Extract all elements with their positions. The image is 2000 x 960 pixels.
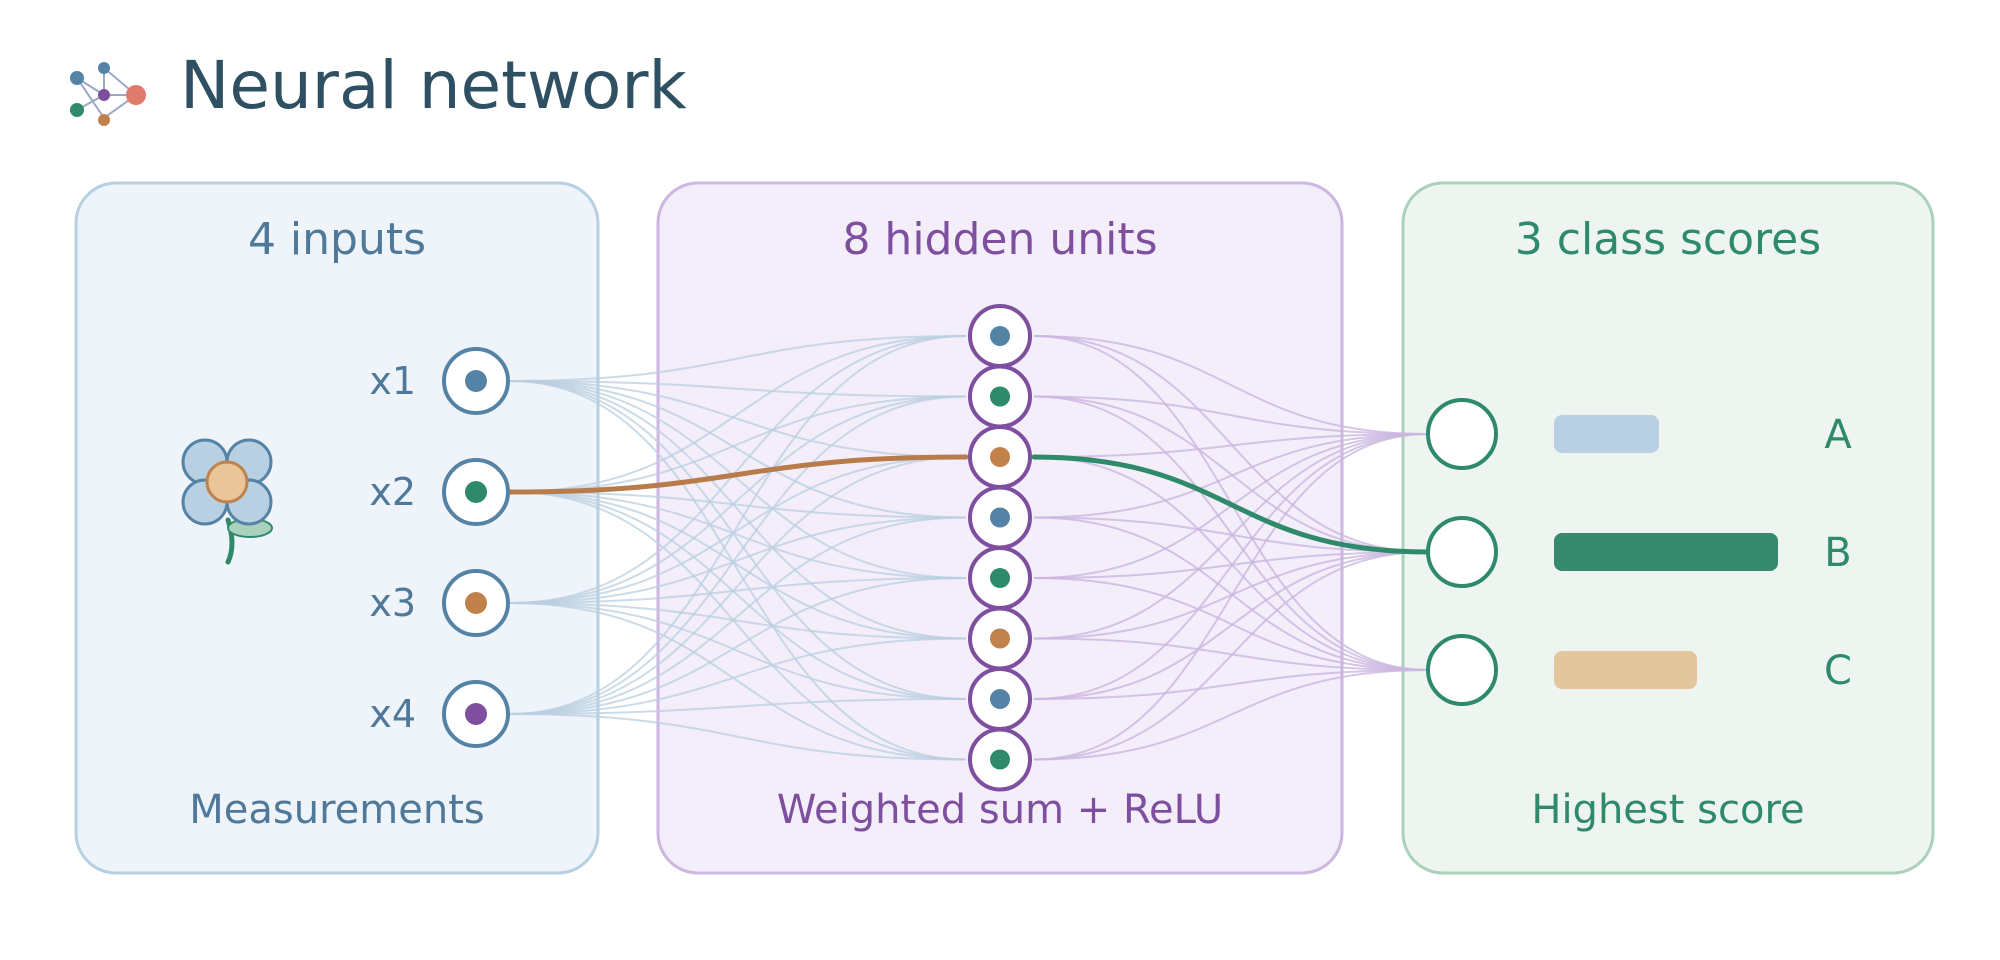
hidden-output-edge: [1033, 669, 1429, 761]
hidden-output-edge: [1033, 669, 1429, 700]
input-label: x3: [369, 581, 416, 625]
score-bar: [1554, 415, 1659, 453]
hidden-output-edge: [1033, 395, 1429, 553]
neural-network-logo-icon: [70, 62, 146, 126]
class-label: A: [1824, 412, 1852, 458]
hidden-output-edge: [1033, 456, 1429, 671]
hidden-node-dot: [990, 326, 1010, 346]
input-hidden-edge: [509, 491, 967, 761]
input-hidden-edge: [509, 577, 967, 604]
input-node-dot: [465, 370, 487, 392]
input-hidden-edge: [509, 516, 967, 604]
input-hidden-edge: [509, 335, 967, 382]
hidden-output-edge: [1033, 516, 1429, 671]
hidden-node-dot: [990, 689, 1010, 709]
inputs-panel: [74, 181, 600, 875]
score-bar: [1554, 651, 1697, 689]
hidden-node-dot: [990, 507, 1010, 528]
hidden-output-edge: [1033, 395, 1429, 435]
flower-icon: [181, 438, 273, 565]
input-label: x2: [369, 470, 416, 514]
input-hidden-edge: [509, 602, 967, 761]
input-hidden-edge: [509, 491, 967, 700]
input-hidden-edge: [509, 456, 967, 715]
input-hidden-edge: [509, 380, 967, 640]
highlighted-path: [507, 454, 1431, 555]
input-node-dot: [465, 481, 487, 503]
input-hidden-edge: [509, 491, 967, 519]
input-hidden-edge: [509, 380, 967, 761]
input-hidden-edge: [509, 380, 967, 458]
hidden-panel-caption: Weighted sum + ReLU: [777, 787, 1223, 833]
input-hidden-edge: [509, 637, 967, 715]
hidden-output-edge: [1033, 335, 1429, 553]
hidden-node-dot: [990, 386, 1010, 407]
inputs-panel-caption: Measurements: [189, 787, 484, 833]
highlighted-output-edge: [1031, 454, 1431, 555]
hidden-output-edge: [1033, 433, 1429, 640]
input-hidden-edge: [509, 491, 967, 579]
hidden-output-edge: [1033, 637, 1429, 671]
input-hidden-edge: [509, 491, 967, 640]
hidden-output-edge: [1033, 395, 1429, 671]
hidden-output-edge: [1033, 335, 1429, 435]
input-hidden-edge: [509, 395, 967, 604]
input-hidden-edge: [509, 516, 967, 715]
input-hidden-edge: [509, 698, 967, 715]
input-hidden-edge: [509, 380, 967, 398]
outputs-panel-title: 3 class scores: [1515, 214, 1821, 265]
hidden-node-dot: [990, 628, 1010, 649]
hidden-node-dot: [990, 447, 1010, 467]
outputs-panel-caption: Highest score: [1531, 787, 1804, 833]
input-hidden-edge: [509, 335, 967, 493]
input-hidden-edge: [509, 456, 967, 604]
output-node: [1426, 398, 1498, 470]
inputs-panel-title: 4 inputs: [248, 214, 426, 265]
class-label: C: [1824, 648, 1852, 694]
hidden-output-edge: [1033, 433, 1429, 761]
input-hidden-edge: [509, 395, 967, 493]
hidden-output-edge: [1033, 433, 1429, 458]
input-hidden-edge: [509, 713, 967, 761]
input-node-dot: [465, 703, 487, 725]
input-label: x1: [369, 359, 416, 403]
page-title: Neural network: [180, 47, 688, 124]
hidden-node-dot: [990, 749, 1010, 770]
network-nodes: x1 x2 x3 x4 A B C: [369, 304, 1852, 792]
input-hidden-edge: [509, 602, 967, 700]
input-hidden-edge: [509, 602, 967, 640]
hidden-node-dot: [990, 568, 1010, 588]
input-label: x4: [369, 692, 416, 736]
hidden-output-edge: [1033, 433, 1429, 700]
input-hidden-edge: [509, 380, 967, 700]
hidden-panel-title: 8 hidden units: [842, 214, 1157, 265]
output-node: [1426, 634, 1498, 706]
outputs-panel: [1401, 181, 1935, 875]
hidden-output-edge: [1033, 433, 1429, 519]
input-hidden-edge: [509, 380, 967, 579]
input-hidden-edge: [509, 577, 967, 715]
class-label: B: [1824, 530, 1851, 576]
highlighted-input-edge: [507, 454, 969, 495]
hidden-output-edge: [1033, 577, 1429, 671]
output-node: [1426, 516, 1498, 588]
connections: [509, 335, 1429, 761]
input-hidden-edge: [509, 395, 967, 715]
score-bar: [1554, 533, 1778, 571]
input-hidden-edge: [509, 335, 967, 604]
input-hidden-edge: [509, 335, 967, 715]
input-node-dot: [465, 592, 487, 614]
hidden-output-edge: [1033, 551, 1429, 700]
input-hidden-edge: [509, 380, 967, 519]
hidden-output-edge: [1033, 551, 1429, 761]
hidden-output-edge: [1033, 516, 1429, 553]
